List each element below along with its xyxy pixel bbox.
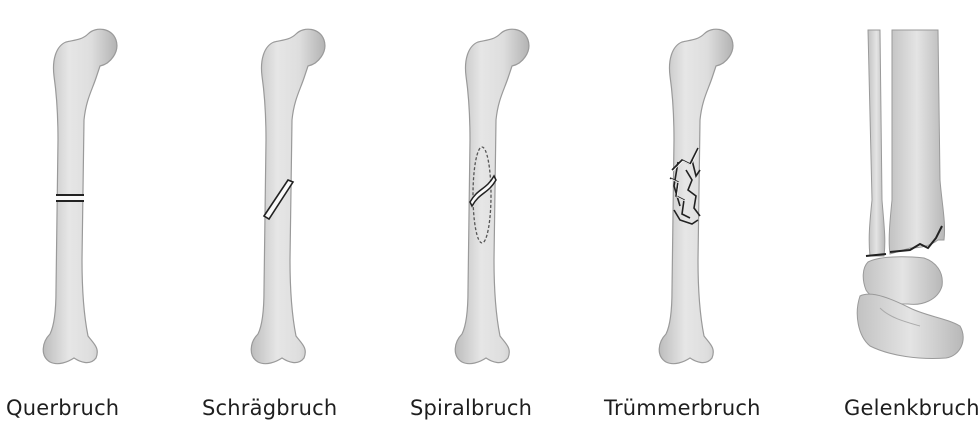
panel-spiralbruch: Spiralbruch <box>432 0 572 427</box>
caption-spiralbruch: Spiralbruch <box>410 396 532 420</box>
caption-truemmerbruch: Trümmerbruch <box>604 396 761 420</box>
panel-schraegbruch: Schrägbruch <box>228 0 368 427</box>
caption-querbruch: Querbruch <box>6 396 119 420</box>
caption-gelenkbruch: Gelenkbruch <box>844 396 979 420</box>
femur-spiral-fracture-illustration <box>432 0 572 390</box>
femur-oblique-fracture-illustration <box>228 0 368 390</box>
ankle-joint-fracture-illustration <box>850 0 979 390</box>
panel-gelenkbruch: Gelenkbruch <box>850 0 979 427</box>
panel-truemmerbruch: Trümmerbruch <box>636 0 776 427</box>
caption-schraegbruch: Schrägbruch <box>202 396 337 420</box>
panel-querbruch: Querbruch <box>20 0 160 427</box>
femur-comminuted-fracture-illustration <box>636 0 776 390</box>
femur-transverse-fracture-illustration <box>20 0 160 390</box>
